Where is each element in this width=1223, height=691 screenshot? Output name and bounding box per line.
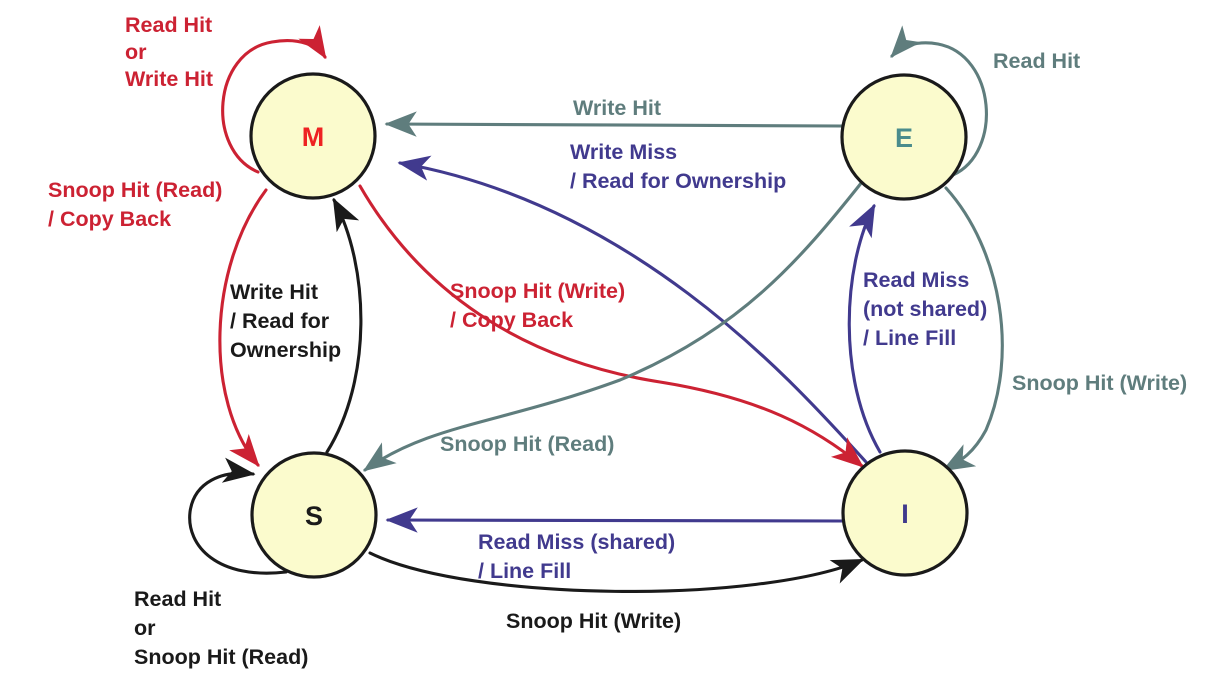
edge-label-line: / Line Fill — [863, 326, 957, 350]
edge-label-line: / Copy Back — [450, 308, 574, 332]
state-node-i[interactable]: I — [841, 449, 969, 577]
edge-label-line: Read Hit — [125, 13, 213, 37]
state-label-s: S — [305, 501, 323, 531]
edge-label-m-to-i: Snoop Hit (Write) / Copy Back — [450, 277, 625, 335]
edge-label-line: Read Hit — [993, 49, 1081, 73]
edge-label-line: Write Miss — [570, 140, 678, 164]
edge-label-line: Snoop Hit (Read) — [440, 432, 615, 456]
edge-label-line: / Read for — [230, 309, 330, 333]
edge-e-self[interactable] — [890, 25, 988, 177]
edges-layer — [188, 25, 1004, 594]
edge-label-line: / Line Fill — [478, 559, 572, 583]
edge-label-line: Write Hit — [125, 67, 213, 91]
state-node-m[interactable]: M — [249, 72, 377, 200]
edge-label-i-to-e: Read Miss (not shared) / Line Fill — [863, 266, 987, 353]
edge-label-e-to-i: Snoop Hit (Write) — [1012, 370, 1187, 397]
edge-label-line: / Copy Back — [48, 207, 172, 231]
edge-label-line: Read Miss — [863, 268, 970, 292]
edge-i-to-m[interactable] — [397, 155, 868, 464]
state-circle-m[interactable] — [249, 72, 377, 200]
state-circle-e[interactable] — [840, 73, 968, 201]
edge-i-to-s[interactable] — [385, 507, 845, 533]
edge-m-to-s[interactable] — [218, 188, 268, 467]
edge-label-line: Write Hit — [573, 96, 661, 120]
state-circle-i[interactable] — [841, 449, 969, 577]
edge-s-self[interactable] — [188, 457, 288, 575]
edge-label-line: (not shared) — [863, 297, 988, 321]
nodes-layer: M E S I — [249, 72, 969, 579]
edge-label-m-to-s: Snoop Hit (Read) / Copy Back — [48, 176, 222, 234]
edge-label-line: Snoop Hit (Write) — [1012, 371, 1188, 395]
edge-label-line: Snoop Hit (Read) — [48, 178, 223, 202]
edge-label-i-to-s: Read Miss (shared) / Line Fill — [478, 528, 675, 586]
edge-label-e-to-s: Snoop Hit (Read) — [440, 431, 614, 458]
edge-e-to-m[interactable] — [384, 111, 844, 137]
edge-label-e-self: Read Hit — [993, 48, 1080, 75]
edge-label-line: Read Miss (shared) — [478, 530, 676, 554]
state-label-e: E — [895, 123, 913, 153]
edge-label-line: Snoop Hit (Write) — [450, 279, 626, 303]
edge-label-line: Read Hit — [134, 587, 222, 611]
state-label-i: I — [901, 499, 909, 529]
edge-label-s-to-i: Snoop Hit (Write) — [506, 608, 681, 635]
edge-label-i-to-m: Write Miss / Read for Ownership — [570, 138, 786, 196]
edge-label-line: or — [125, 40, 147, 64]
edge-m-self[interactable] — [221, 25, 327, 174]
state-circle-s[interactable] — [250, 451, 378, 579]
edge-i-to-e[interactable] — [847, 203, 882, 454]
edge-label-line: Ownership — [230, 338, 342, 362]
state-label-m: M — [302, 122, 325, 152]
edge-e-to-s[interactable] — [362, 180, 864, 472]
edge-label-e-to-m: Write Hit — [573, 95, 661, 122]
state-node-s[interactable]: S — [250, 451, 378, 579]
edge-label-line: Write Hit — [230, 280, 318, 304]
edge-s-to-i[interactable] — [368, 551, 865, 594]
edge-label-line: or — [134, 616, 156, 640]
edge-e-to-i[interactable] — [941, 186, 1004, 472]
edge-label-line: Snoop Hit (Read) — [134, 645, 309, 669]
edge-label-line: Snoop Hit (Write) — [506, 609, 682, 633]
edge-label-line: / Read for Ownership — [570, 169, 787, 193]
edge-s-to-m[interactable] — [325, 197, 363, 454]
state-node-e[interactable]: E — [840, 73, 968, 201]
